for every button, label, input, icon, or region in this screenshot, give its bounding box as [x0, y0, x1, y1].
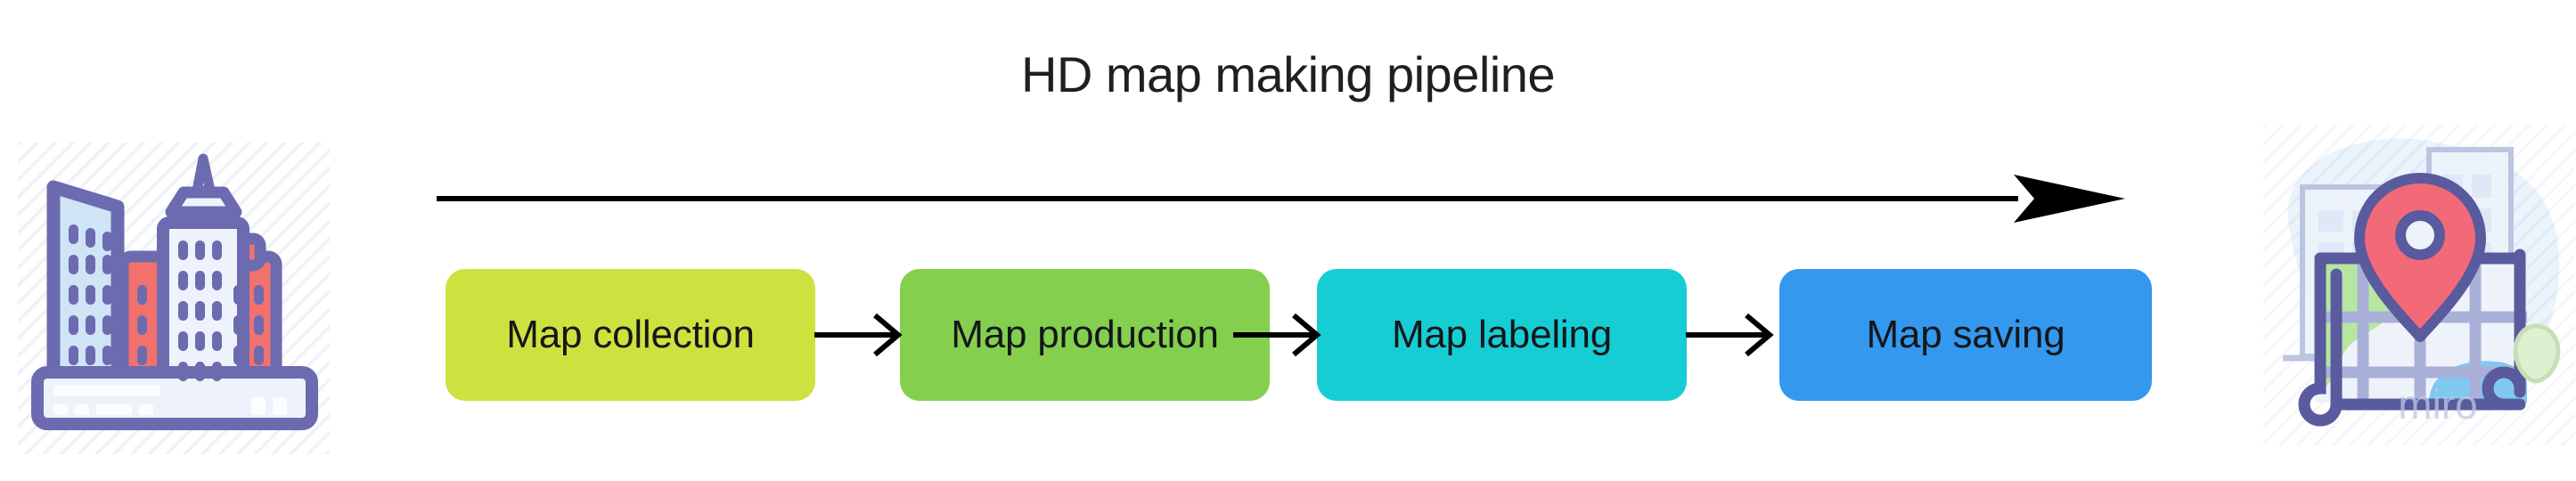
pipeline-stage-label: Map collection [506, 313, 755, 356]
building-base [31, 366, 318, 430]
windows-glass-tower [69, 224, 112, 365]
pipeline-stage-map-saving[interactable]: Map saving [1779, 269, 2152, 401]
pipeline-stage-label: Map production [951, 313, 1219, 356]
connector-arrow-icon [814, 313, 903, 357]
page-title: HD map making pipeline [1020, 46, 1556, 102]
pipeline-stage-label: Map labeling [1391, 313, 1613, 356]
miro-watermark: miro [2398, 381, 2477, 428]
connector-arrow-icon [1686, 313, 1774, 357]
map-with-pin-illustration: miro [2263, 125, 2575, 445]
tower-spire [192, 153, 216, 196]
progress-arrow-head [2014, 175, 2125, 223]
pipeline-stage-map-collection[interactable]: Map collection [446, 269, 815, 401]
windows-salmon-buildings [137, 285, 264, 365]
tree-decoration [2513, 323, 2561, 384]
windows-center-tower [178, 240, 222, 381]
location-pin-hole [2395, 210, 2445, 260]
pipeline-stage-map-production[interactable]: Map production [900, 269, 1270, 401]
city-buildings-illustration [18, 143, 330, 454]
connector-arrow-icon [1233, 313, 1321, 357]
pipeline-stage-map-labeling[interactable]: Map labeling [1317, 269, 1687, 401]
base-windows [53, 385, 287, 415]
pipeline-stage-label: Map saving [1866, 313, 2065, 356]
progress-arrow [437, 175, 2125, 223]
